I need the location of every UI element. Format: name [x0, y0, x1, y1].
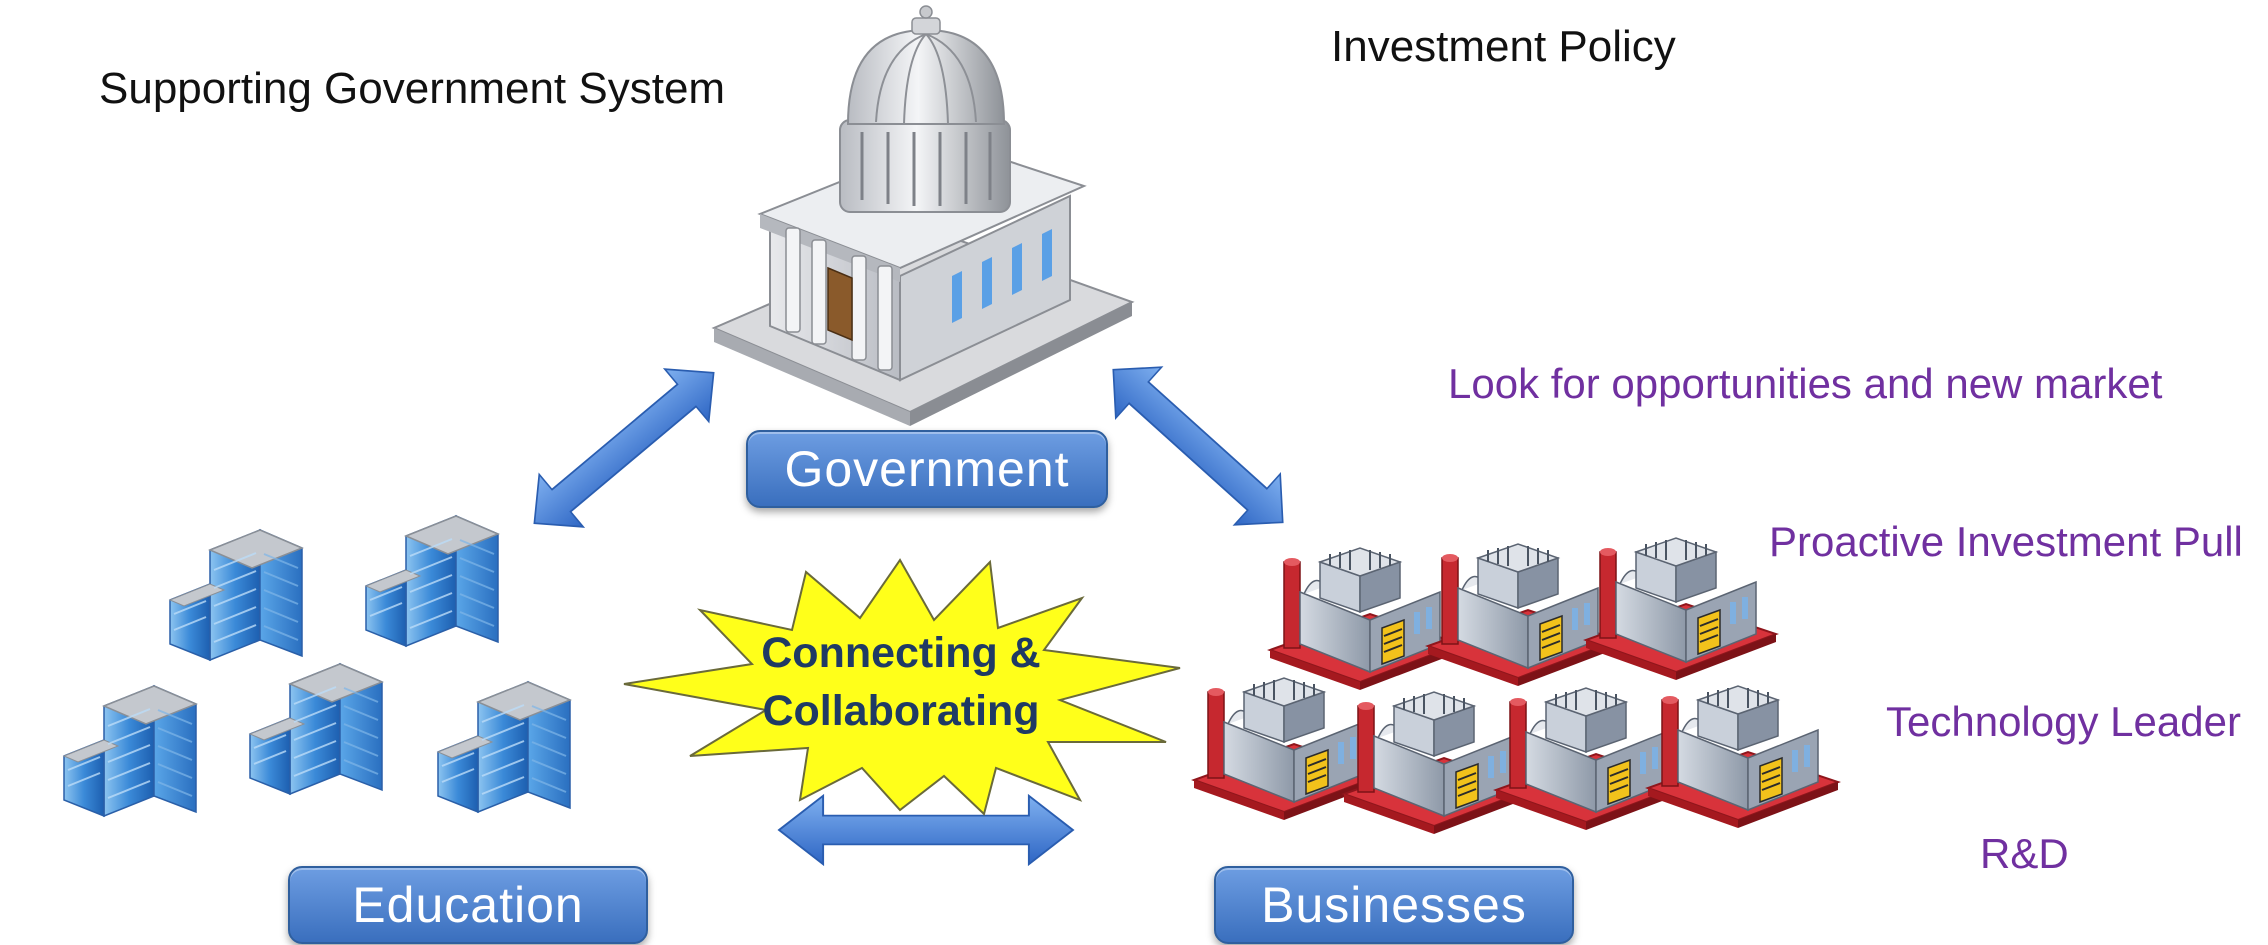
capitol-building-icon: [711, 5, 1135, 426]
note-proactive-investment: Proactive Investment Pull: [1769, 518, 2243, 565]
center-text-line1: Connecting &: [761, 629, 1041, 677]
office-buildings-icon: [63, 515, 571, 817]
arrow-education-business: [778, 794, 1074, 866]
connecting-starburst: [623, 558, 1181, 816]
center-text: Connecting & Collaborating: [760, 624, 1042, 740]
note-technology-leader: Technology Leader: [1886, 698, 2241, 745]
factory-icon: [1193, 537, 1839, 835]
supporting-government-system-label: Supporting Government System: [99, 64, 726, 113]
education-label: Education: [288, 866, 648, 944]
center-text-line2: Collaborating: [762, 687, 1040, 735]
arrow-gov-education: [511, 345, 737, 551]
government-label: Government: [746, 430, 1108, 508]
arrow-gov-business: [1089, 343, 1307, 549]
businesses-label: Businesses: [1214, 866, 1574, 944]
investment-policy-label: Investment Policy: [1331, 22, 1676, 71]
note-opportunities: Look for opportunities and new market: [1448, 360, 2163, 407]
note-rnd: R&D: [1980, 830, 2069, 877]
